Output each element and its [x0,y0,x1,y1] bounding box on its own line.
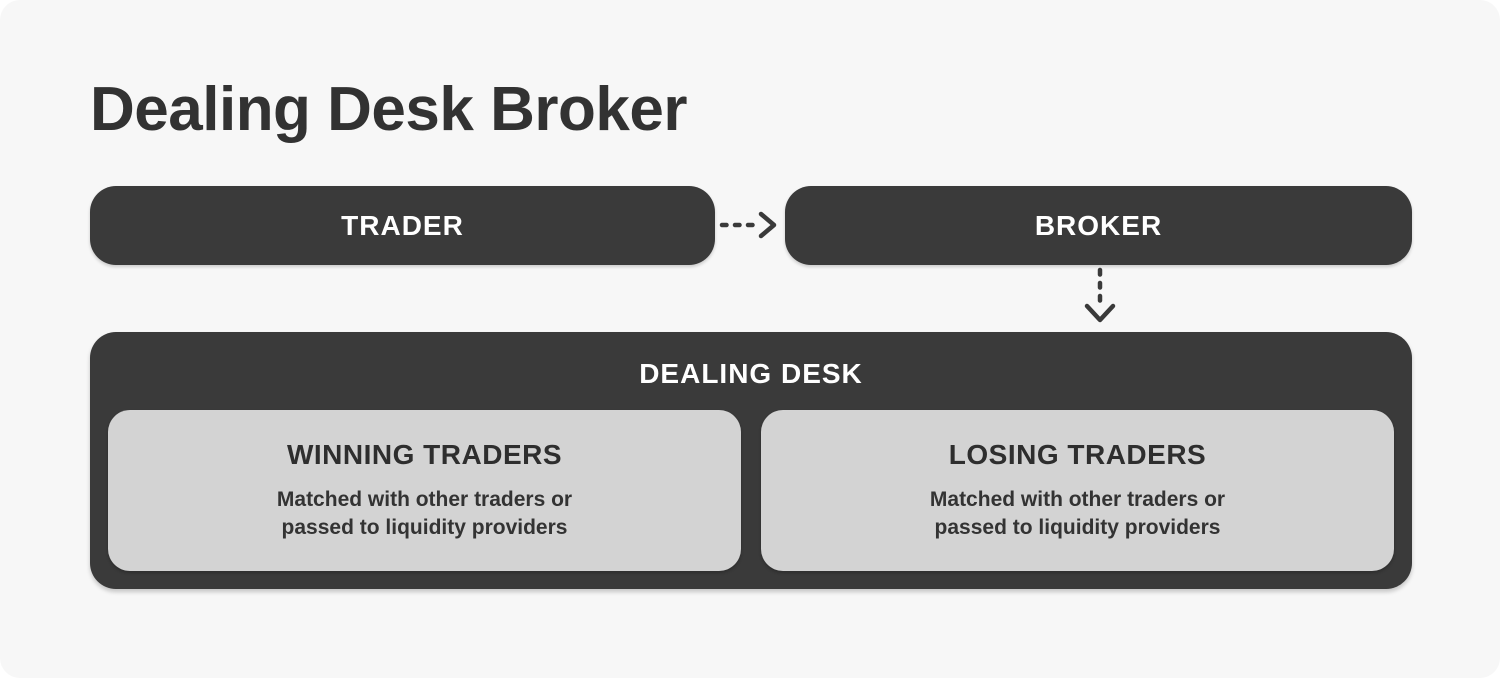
broker-box-label: BROKER [1034,209,1163,241]
winning-traders-description-line2: passed to liquidity providers [281,516,568,539]
losing-traders-description-line1: Matched with other traders or [929,488,1226,511]
dashed-arrow-down-icon [1084,267,1116,323]
winning-traders-description: Matched with other traders or passed to … [277,486,572,542]
losing-traders-box: LOSING TRADERS Matched with other trader… [761,410,1394,571]
dealing-desk-inner-row: WINNING TRADERS Matched with other trade… [108,410,1394,571]
trader-box-label: TRADER [341,209,464,241]
winning-traders-box: WINNING TRADERS Matched with other trade… [108,410,741,571]
dashed-arrow-right-icon [719,211,777,239]
losing-traders-description: Matched with other traders or passed to … [930,486,1225,542]
broker-box: BROKER [785,186,1412,265]
trader-box: TRADER [90,186,715,265]
losing-traders-description-line2: passed to liquidity providers [934,516,1221,539]
dealing-desk-container: DEALING DESK WINNING TRADERS Matched wit… [90,332,1412,589]
dealing-desk-label: DEALING DESK [639,358,863,389]
winning-traders-description-line1: Matched with other traders or [276,488,573,511]
losing-traders-title: LOSING TRADERS [948,439,1207,470]
page-title: Dealing Desk Broker [90,75,687,144]
winning-traders-title: WINNING TRADERS [286,439,563,470]
